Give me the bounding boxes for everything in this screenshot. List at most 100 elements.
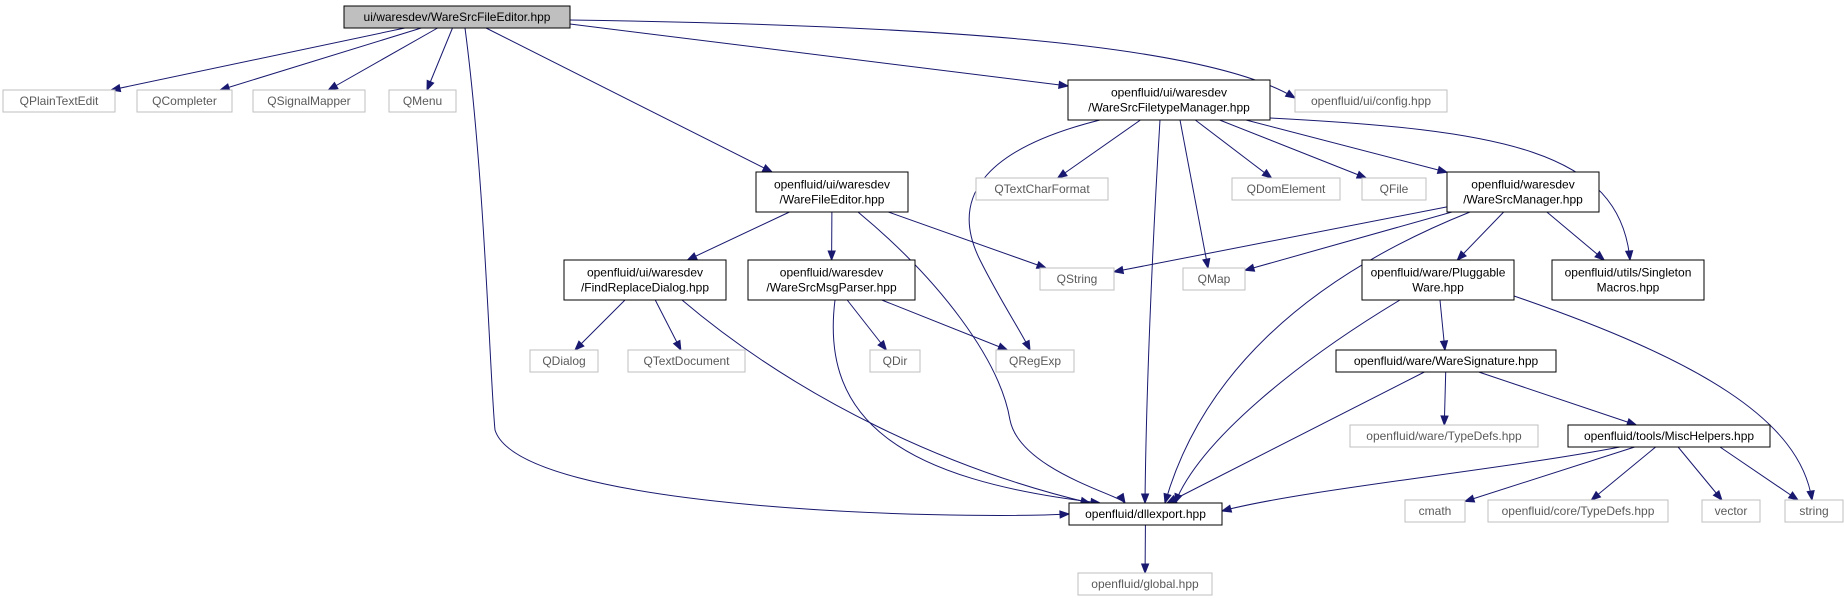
arrowhead <box>1058 80 1070 90</box>
node-box <box>627 349 746 373</box>
node-box <box>563 259 727 301</box>
edge-waresignature-to-waretypedefs <box>1440 371 1449 427</box>
node-label: openfluid/tools/MiscHelpers.hpp <box>1584 429 1754 443</box>
node-label: QTextDocument <box>643 354 730 368</box>
edge-pluggableware-to-waresignature <box>1439 299 1449 352</box>
edge-findreplace-to-qtextdocument <box>654 299 682 352</box>
edge-filetypemanager-to-qfile <box>1219 119 1368 179</box>
edge-root-to-filetypemanager <box>569 23 1070 90</box>
arrowhead <box>1261 168 1273 179</box>
arrowhead <box>426 79 435 92</box>
edge-root-to-qmenu <box>426 27 453 92</box>
arrowhead <box>327 81 339 91</box>
edge-line <box>968 119 1101 351</box>
edge-line <box>1464 446 1635 502</box>
node-qmap: QMap <box>1182 267 1246 291</box>
node-warefileeditor[interactable]: openfluid/ui/waresdev/WareFileEditor.hpp <box>755 171 909 213</box>
edge-line <box>888 211 1047 269</box>
edge-line <box>485 27 773 173</box>
edge-line <box>1591 446 1656 501</box>
node-filetypemanager[interactable]: openfluid/ui/waresdev/WareSrcFiletypeMan… <box>1067 79 1271 121</box>
node-box <box>1567 424 1771 448</box>
arrowhead <box>1202 257 1211 270</box>
arrowhead <box>1243 263 1256 272</box>
edge-mischelpers-to-vector <box>1677 446 1723 502</box>
node-dllexport[interactable]: openfluid/dllexport.hpp <box>1068 502 1223 526</box>
edge-line <box>1244 211 1453 271</box>
node-label: QCompleter <box>152 94 217 108</box>
edge-waresrcmanager-to-dllexport <box>1163 211 1471 505</box>
edge-waresignature-to-mischelpers <box>1478 371 1638 426</box>
edge-line <box>1456 211 1505 261</box>
arrowhead <box>877 339 888 352</box>
edge-line <box>1513 295 1813 501</box>
edge-line <box>328 27 438 91</box>
arrowhead <box>1355 170 1368 179</box>
edge-line <box>1174 299 1401 504</box>
edge-line <box>1546 211 1605 261</box>
edge-line <box>1179 119 1209 269</box>
arrowhead <box>1456 250 1467 261</box>
node-waresignature[interactable]: openfluid/ware/WareSignature.hpp <box>1335 349 1557 373</box>
edge-line <box>426 27 453 91</box>
node-box <box>1404 499 1466 523</box>
node-qtextdocument: QTextDocument <box>627 349 746 373</box>
node-qstring: QString <box>1039 267 1115 291</box>
node-label: openfluid/waresdev <box>780 266 883 280</box>
node-label: openfluid/ui/waresdev <box>587 266 703 280</box>
edge-line <box>1164 211 1471 504</box>
node-label: string <box>1799 504 1828 518</box>
edge-findreplace-to-qdialog <box>574 299 626 351</box>
edge-waresignature-to-dllexport <box>1165 371 1425 504</box>
node-qdialog: QDialog <box>529 349 599 373</box>
node-label: openfluid/core/TypeDefs.hpp <box>1502 504 1655 518</box>
edge-line <box>1113 206 1448 273</box>
node-label: Ware.hpp <box>1412 281 1464 295</box>
node-waresrcmanager[interactable]: openfluid/waresdev/WareSrcManager.hpp <box>1446 171 1600 213</box>
arrowhead <box>1116 492 1126 505</box>
node-label: openfluid/ui/waresdev <box>1111 86 1227 100</box>
node-box <box>136 89 233 113</box>
arrowhead <box>1035 260 1048 269</box>
arrowhead <box>1140 493 1150 505</box>
node-label: openfluid/ware/Pluggable <box>1371 266 1506 280</box>
edge-line <box>846 299 887 351</box>
node-label: ui/waresdev/WareSrcFileEditor.hpp <box>364 10 551 24</box>
node-label: /WareSrcFiletypeManager.hpp <box>1088 101 1250 115</box>
node-root[interactable]: ui/waresdev/WareSrcFileEditor.hpp <box>343 5 571 29</box>
arrowhead <box>1625 417 1638 426</box>
arrowhead <box>1059 510 1071 519</box>
edge-filetypemanager-to-dllexport <box>1140 119 1161 505</box>
edge-filetypemanager-to-qmap <box>1179 119 1211 270</box>
node-label: QMap <box>1198 272 1231 286</box>
edge-warefileeditor-to-findreplace <box>686 211 790 261</box>
edge-filetypemanager-to-singleton <box>1269 117 1634 262</box>
arrowhead <box>1806 489 1815 502</box>
edge-line <box>687 211 790 261</box>
arrowhead <box>1056 169 1068 179</box>
node-findreplace[interactable]: openfluid/ui/waresdev/FindReplaceDialog.… <box>563 259 727 301</box>
node-mischelpers[interactable]: openfluid/tools/MiscHelpers.hpp <box>1567 424 1771 448</box>
node-msgparser[interactable]: openfluid/waresdev/WareSrcMsgParser.hpp <box>747 259 916 301</box>
node-label: QRegExp <box>1009 354 1061 368</box>
edge-root-to-qplaintextedit <box>109 27 405 93</box>
arrowhead <box>1787 491 1800 501</box>
edge-msgparser-to-qdir <box>846 299 888 352</box>
arrowhead <box>1140 563 1150 575</box>
node-label: vector <box>1715 504 1748 518</box>
node-box <box>252 89 366 113</box>
node-label: QTextCharFormat <box>994 182 1090 196</box>
arrowhead <box>1624 250 1634 262</box>
edge-waresrcmanager-to-pluggableware <box>1456 211 1505 261</box>
edge-line <box>1166 371 1425 504</box>
nodes-layer: ui/waresdev/WareSrcFileEditor.hppQPlainT… <box>2 5 1844 596</box>
edge-filetypemanager-to-waresrcmanager <box>1245 119 1449 174</box>
node-label: QFile <box>1380 182 1409 196</box>
arrowhead <box>672 339 682 352</box>
edge-waresrcmanager-to-qmap <box>1243 211 1453 272</box>
node-label: QDomElement <box>1247 182 1326 196</box>
node-box <box>2 89 116 113</box>
edge-root-to-warefileeditor <box>485 27 774 173</box>
